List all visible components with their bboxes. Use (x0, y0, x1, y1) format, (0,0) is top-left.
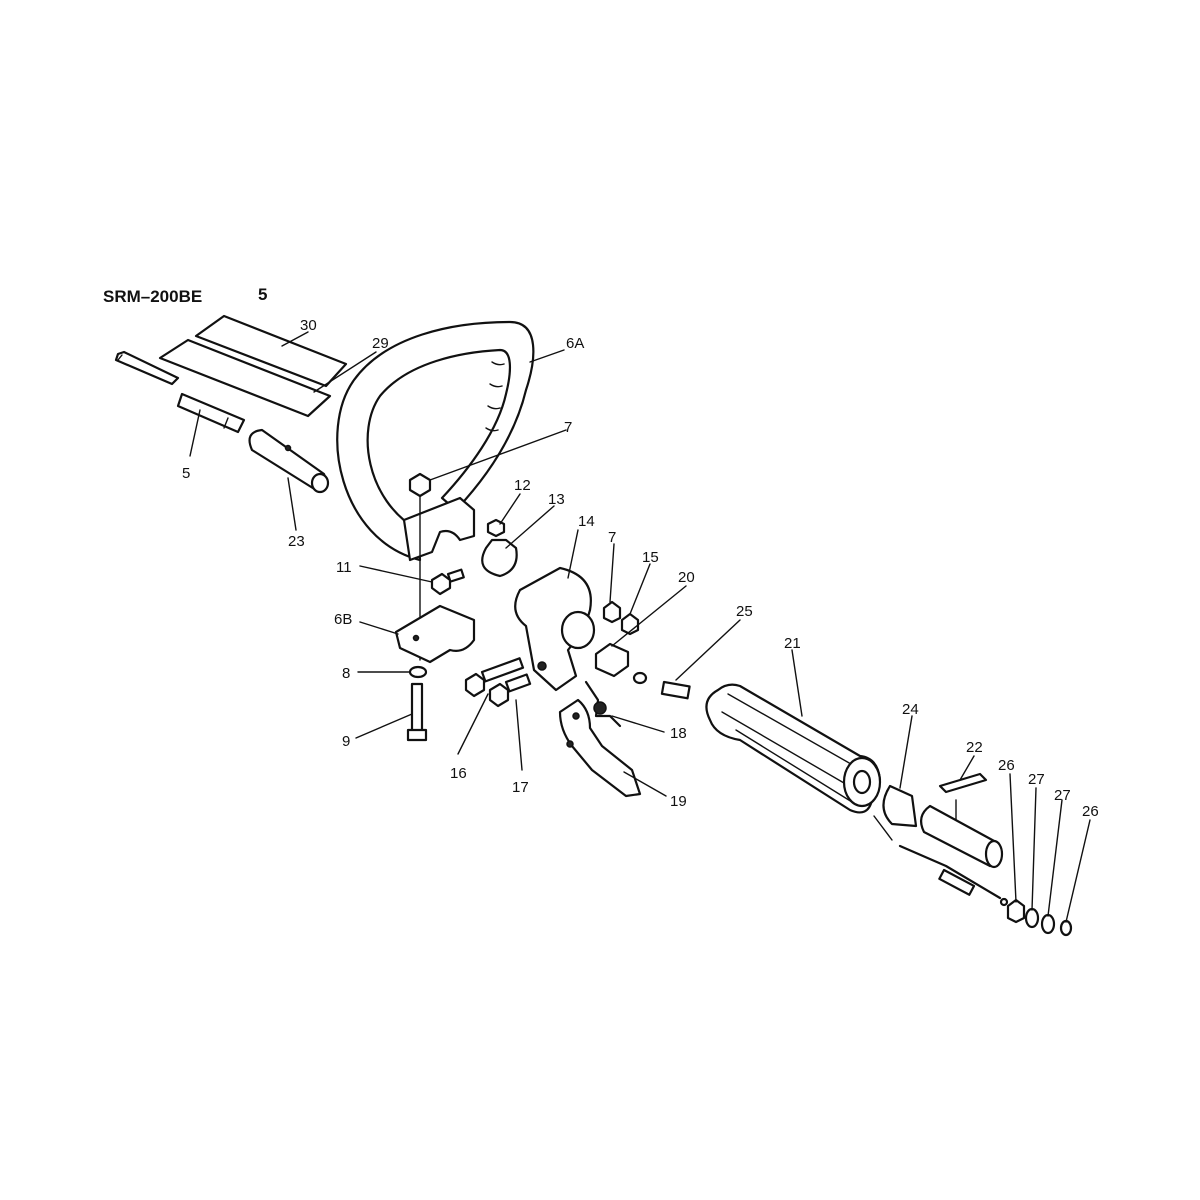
part-labels: 30 29 6A 5 23 7 12 13 14 7 15 20 25 21 1… (182, 317, 1099, 820)
part-20-block (594, 642, 630, 678)
part-21-grip (705, 683, 882, 814)
part-25-cable-end (632, 671, 691, 700)
part-11-bolt (430, 568, 465, 596)
label-15: 15 (642, 549, 659, 566)
part-9-long-bolt (406, 682, 428, 742)
label-27-right: 27 (1054, 787, 1071, 804)
label-16: 16 (450, 765, 467, 782)
label-26-right: 26 (1082, 803, 1099, 820)
leader-lines (189, 331, 1091, 923)
label-27-left: 27 (1028, 771, 1045, 788)
part-5-shaft (114, 350, 246, 434)
label-23: 23 (288, 533, 305, 550)
part-26-nut-b (1059, 919, 1073, 937)
model-title: SRM–200BE (103, 287, 202, 306)
part-27-washer-b (1040, 913, 1056, 935)
label-29: 29 (372, 335, 389, 352)
part-26-nut (1006, 898, 1026, 924)
throttle-cable (873, 815, 1009, 907)
part-17-bolt (488, 673, 532, 708)
label-22: 22 (966, 739, 983, 756)
label-13: 13 (548, 491, 565, 508)
label-12: 12 (514, 477, 531, 494)
label-9: 9 (342, 733, 350, 750)
label-30: 30 (300, 317, 317, 334)
part-8-washer (408, 665, 428, 679)
label-7-middle: 7 (608, 529, 616, 546)
label-8: 8 (342, 665, 350, 682)
label-5: 5 (182, 465, 190, 482)
part-24-sleeve (882, 784, 918, 828)
part-7-nut-b (602, 600, 622, 624)
label-26-left: 26 (998, 757, 1015, 774)
label-19: 19 (670, 793, 687, 810)
part-6A-loop-handle (336, 320, 535, 562)
part-22-label (938, 772, 988, 794)
label-11: 11 (336, 559, 352, 576)
label-6A: 6A (566, 335, 584, 352)
label-14: 14 (578, 513, 595, 530)
part-13-clamp-band (481, 538, 518, 578)
part-19-throttle-lever (558, 698, 642, 798)
label-24: 24 (902, 701, 919, 718)
label-20: 20 (678, 569, 695, 586)
part-30-label-sheet (194, 314, 348, 388)
part-23-tube (248, 428, 330, 494)
label-6B: 6B (334, 611, 352, 628)
part-18-spring (584, 680, 622, 728)
part-29-label-sheet (158, 338, 332, 418)
label-17: 17 (512, 779, 529, 796)
part-6B-lower-clamp (394, 604, 476, 664)
part-14-housing (514, 566, 596, 692)
part-22-tube (919, 804, 1004, 869)
part-27-washer (1024, 907, 1040, 929)
label-18: 18 (670, 725, 687, 742)
label-25: 25 (736, 603, 753, 620)
label-7-top: 7 (564, 419, 572, 436)
section-number: 5 (258, 285, 267, 304)
label-21: 21 (784, 635, 801, 652)
part-16-bolt (464, 657, 525, 698)
